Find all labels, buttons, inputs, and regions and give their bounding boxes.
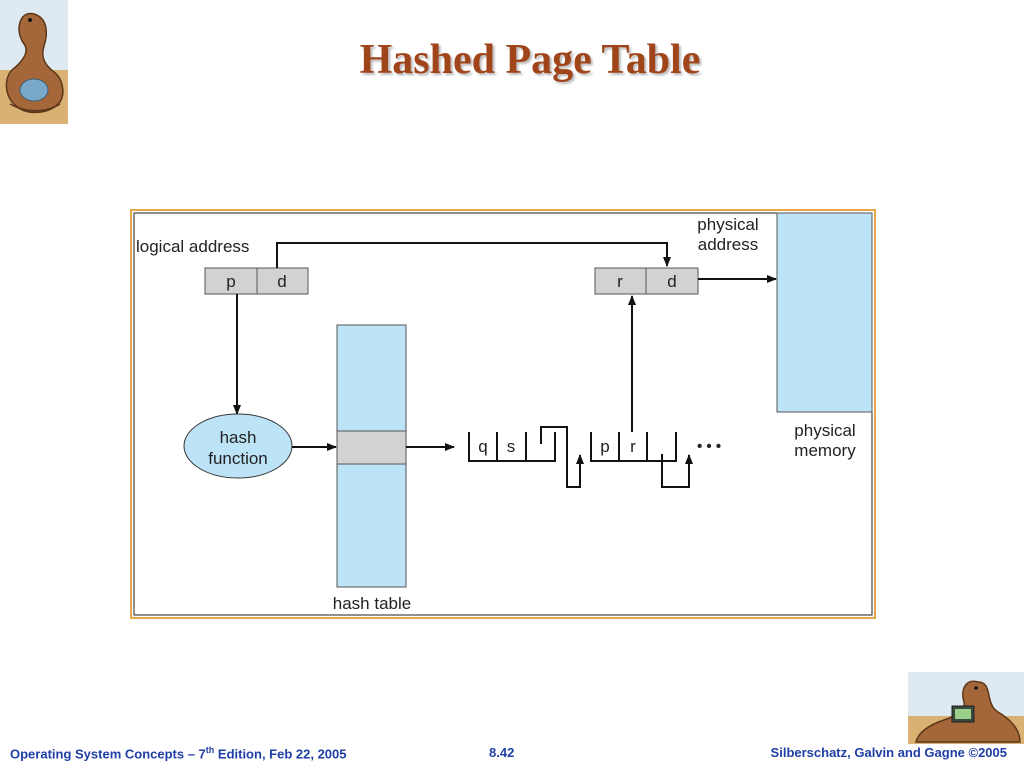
logical-address-label: logical address [136, 237, 249, 256]
hash-table-selected-entry [336, 430, 407, 465]
footer-edition-superscript: th [205, 745, 215, 755]
offset-copy-arrow [276, 242, 671, 268]
dinosaur-logo-top [0, 0, 68, 124]
diagram-frame-inner [133, 212, 873, 616]
footer-book-title-suffix: Edition, Feb 22, 2005 [214, 746, 347, 762]
dinosaur-logo-bottom [908, 672, 1024, 744]
physical-address-label-line1: physical [697, 215, 758, 234]
logical-offset-label: d [277, 272, 286, 291]
footer-page-number: 8.42 [489, 745, 515, 760]
slide-title: Hashed Page Table [359, 37, 701, 83]
footer-book-title: Operating System Concepts – 7th Edition,… [10, 745, 347, 761]
physical-memory-block [776, 212, 873, 413]
physical-address-label-line2: address [698, 235, 758, 254]
physical-memory-label-line2: memory [794, 441, 856, 460]
physical-memory-label-line1: physical [794, 421, 855, 440]
footer-book-title-prefix: Operating System Concepts – 7 [10, 746, 206, 762]
chain-entry1-field2-label: s [507, 437, 516, 456]
physical-frame-label: r [617, 272, 623, 291]
physical-offset-field [645, 267, 699, 295]
chain-entry-p-r [590, 432, 693, 488]
chain-continuation-dots: • • • [697, 438, 721, 455]
hash-table-label: hash table [333, 594, 411, 613]
chain-entry2-field2-label: r [630, 437, 636, 456]
chain-entry2-field1-label: p [600, 437, 609, 456]
chain-entry-q-s [468, 426, 584, 488]
hash-function-label-line2: function [208, 449, 268, 468]
hash-function-label-line1: hash [220, 428, 257, 447]
physical-offset-label: d [667, 272, 676, 291]
logical-page-label: p [226, 272, 235, 291]
footer-copyright: Silberschatz, Galvin and Gagne ©2005 [770, 745, 1007, 760]
chain-entry1-field1-label: q [478, 437, 487, 456]
logical-offset-field [256, 267, 309, 295]
